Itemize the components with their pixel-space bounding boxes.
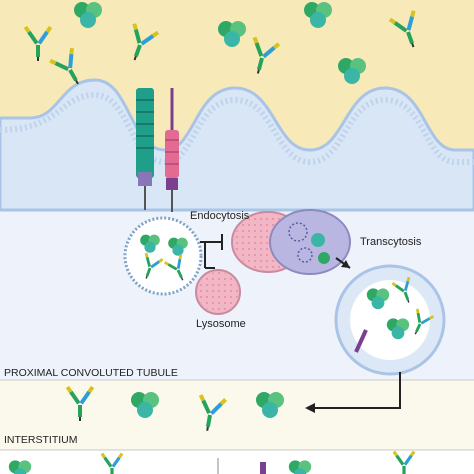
receptor-stub: [260, 462, 266, 474]
interstitium-label: INTERSTITIUM: [4, 434, 78, 446]
transcytosis-label: Transcytosis: [360, 236, 422, 248]
megalin-receptor-icon: [165, 88, 179, 212]
lysosome-label: Lysosome: [196, 318, 246, 330]
endocytosis-label: Endocytosis: [190, 210, 250, 222]
late-endosome-icon: [231, 209, 351, 275]
arrow-icon: [335, 257, 351, 269]
endosome-icon: [123, 216, 203, 296]
transcytosis-vesicle-icon: [334, 264, 446, 376]
proximal-tubule-label: PROXIMAL CONVOLUTED TUBULE: [4, 367, 178, 379]
fcrn-receptor-icon: [136, 88, 154, 210]
arrow-icon: [200, 234, 223, 269]
arrow-icon: [305, 372, 401, 413]
lysosome-icon: [195, 269, 241, 315]
